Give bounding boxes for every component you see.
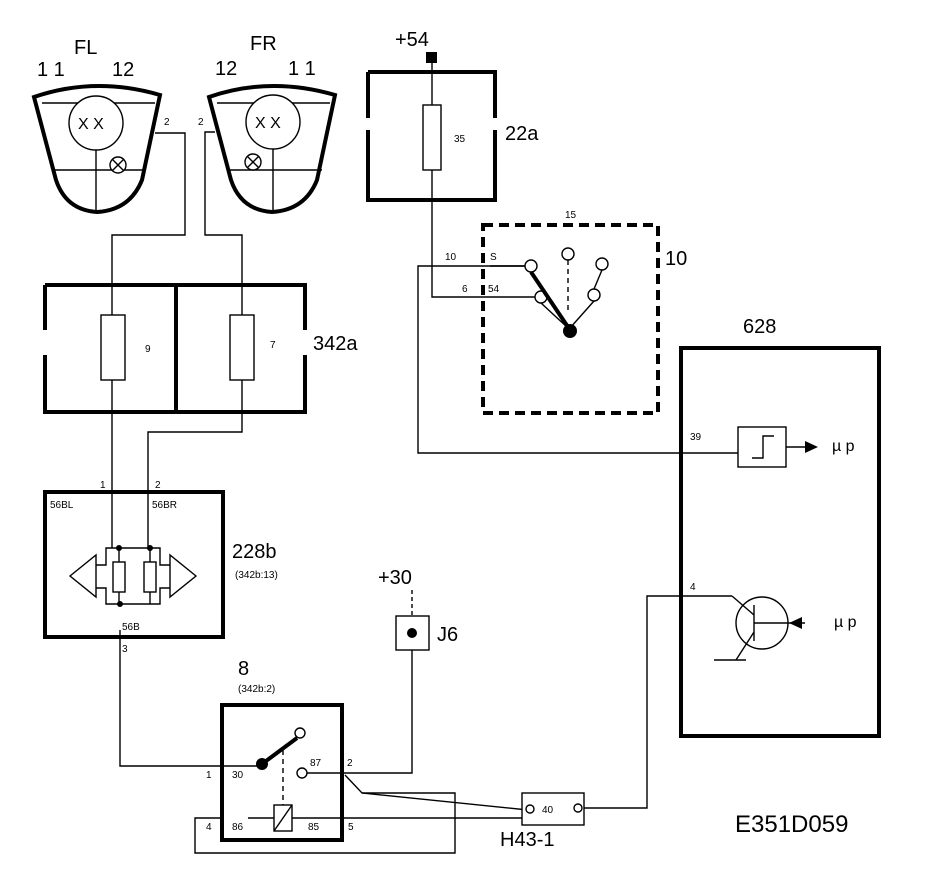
relay-pin-2: 2 (347, 758, 353, 769)
relay-pin-30: 30 (232, 770, 244, 781)
switch-10-label: 10 (665, 248, 687, 270)
switch-10: 15 10 10 S 6 54 (445, 210, 687, 415)
supply-30-label: +30 (378, 567, 412, 589)
wire-fr-to-fuse7 (204, 131, 243, 315)
module-228b-pin-2: 2 (155, 480, 161, 491)
fuse-35-label: 35 (454, 134, 466, 145)
junction-j6-label: J6 (437, 624, 458, 646)
lamp-fr-wire-pin: 2 (198, 117, 204, 128)
fuse-box-22a-outline (366, 70, 497, 202)
module-228b-name-2: 56BR (152, 500, 177, 511)
module-228b-outline (43, 490, 225, 639)
wire-relay-86-loop (194, 792, 456, 854)
switch-contact-right (587, 288, 601, 302)
arrow-right-icon (805, 441, 818, 453)
connector-h43-pin: 40 (542, 805, 554, 816)
module-628-pin-39: 39 (690, 432, 702, 443)
lamp-fl-pin-left: 1 1 (37, 59, 65, 81)
relay-8-label: 8 (238, 658, 249, 680)
relay-pin-85: 85 (308, 822, 320, 833)
module-228b-label: 228b (232, 541, 277, 563)
lamp-fr-pin-left: 12 (215, 58, 237, 80)
relay-contact-top (294, 727, 306, 739)
switch-lever (529, 270, 572, 332)
switch-pin-b-name: 54 (488, 284, 500, 295)
switch-contact-s (524, 259, 538, 273)
switch-pin-a-num: 10 (445, 252, 457, 263)
lamp-fl-label: FL (74, 37, 97, 59)
turn-right-arrow-icon (169, 553, 198, 599)
relay-pin-86: 86 (232, 822, 244, 833)
wire-fuse7-to-228b (147, 380, 243, 548)
wire-fl-to-fuse9 (111, 132, 186, 315)
wire-228b-to-relay (119, 630, 262, 767)
switch-contact-top (561, 247, 575, 261)
connector-h43: 40 H43-1 (500, 792, 585, 851)
switch-10-top-pin: 15 (565, 210, 577, 221)
lamp-fr-label: FR (250, 33, 277, 55)
fuse-box-22a-label: 22a (505, 123, 539, 145)
connector-h43-label: H43-1 (500, 829, 554, 851)
relay-contact-arm (260, 736, 299, 766)
lamp-fl-bulb-label: X X (78, 116, 104, 133)
module-228b-pin-1: 1 (100, 480, 106, 491)
diagram-id: E351D059 (735, 811, 848, 838)
fuse-box-22a: +54 35 22a (366, 29, 539, 202)
lamp-fr-bulb-label: X X (255, 115, 281, 132)
relay-pin-4: 4 (206, 822, 212, 833)
switch-pin-a-name: S (490, 252, 497, 263)
lamp-fr-pin-right: 1 1 (288, 58, 316, 80)
fuse-box-342a-label: 342a (313, 333, 358, 355)
junction-j6: +30 J6 (378, 567, 458, 651)
fuse-35 (422, 104, 442, 171)
relay-contact-87 (296, 767, 308, 779)
relay-pin-1: 1 (206, 770, 212, 781)
lamp-fl-wire-pin: 2 (164, 117, 170, 128)
lamp-fl: FL 1 1 12 X X 2 (31, 37, 170, 215)
relay-8-ref: (342b:2) (238, 684, 275, 695)
turn-left-arrow-icon (68, 553, 97, 599)
supply-54-label: +54 (395, 29, 429, 51)
module-628-mu-in: µ p (834, 614, 857, 631)
wires (111, 60, 738, 854)
fuse-9-label: 9 (145, 344, 151, 355)
relay-8-outline (220, 703, 344, 842)
resistor-left (112, 561, 126, 593)
wire-h43-to-628 (580, 595, 732, 809)
fuse-7 (229, 314, 255, 381)
module-228b-name-3: 56B (122, 622, 140, 633)
relay-pin-5: 5 (348, 822, 354, 833)
resistor-right (143, 561, 157, 593)
module-628-mu-out: µ p (832, 438, 855, 455)
fuse-box-342a: 9 7 342a (43, 283, 358, 414)
relay-pin-87: 87 (310, 758, 322, 769)
arrow-left-icon (789, 617, 802, 629)
module-228b-name-1: 56BL (50, 500, 74, 511)
switch-pivot (563, 324, 577, 338)
module-628-label: 628 (743, 316, 776, 338)
supply-54-terminal (426, 52, 437, 63)
module-628-pin-4: 4 (690, 582, 696, 593)
module-228b-ref: (342b:13) (235, 570, 278, 581)
module-228b-pin-3: 3 (122, 644, 128, 655)
module-628: 628 39 µ p 4 µ p (679, 316, 881, 738)
wire-j6-to-relay (306, 650, 413, 774)
relay-8: 8 (342b:2) 1 30 87 2 4 86 85 5 (206, 658, 354, 842)
fuse-9 (100, 314, 126, 381)
switch-10-outline (481, 223, 660, 415)
switch-pin-b-num: 6 (462, 284, 468, 295)
switch-contact-right-top (595, 257, 609, 271)
wire-fuse35-to-switch (431, 170, 540, 298)
module-628-outline (679, 346, 881, 738)
schmitt-trigger-icon (737, 426, 787, 468)
lamp-fr: FR 12 1 1 X X 2 (198, 33, 338, 215)
module-228b: 1 2 56BL 56BR 56B 3 228b (342b:13) (43, 480, 278, 655)
fuse-7-label: 7 (270, 340, 276, 351)
wire-switch-to-628 (417, 265, 738, 454)
lamp-fl-pin-right: 12 (112, 59, 134, 81)
